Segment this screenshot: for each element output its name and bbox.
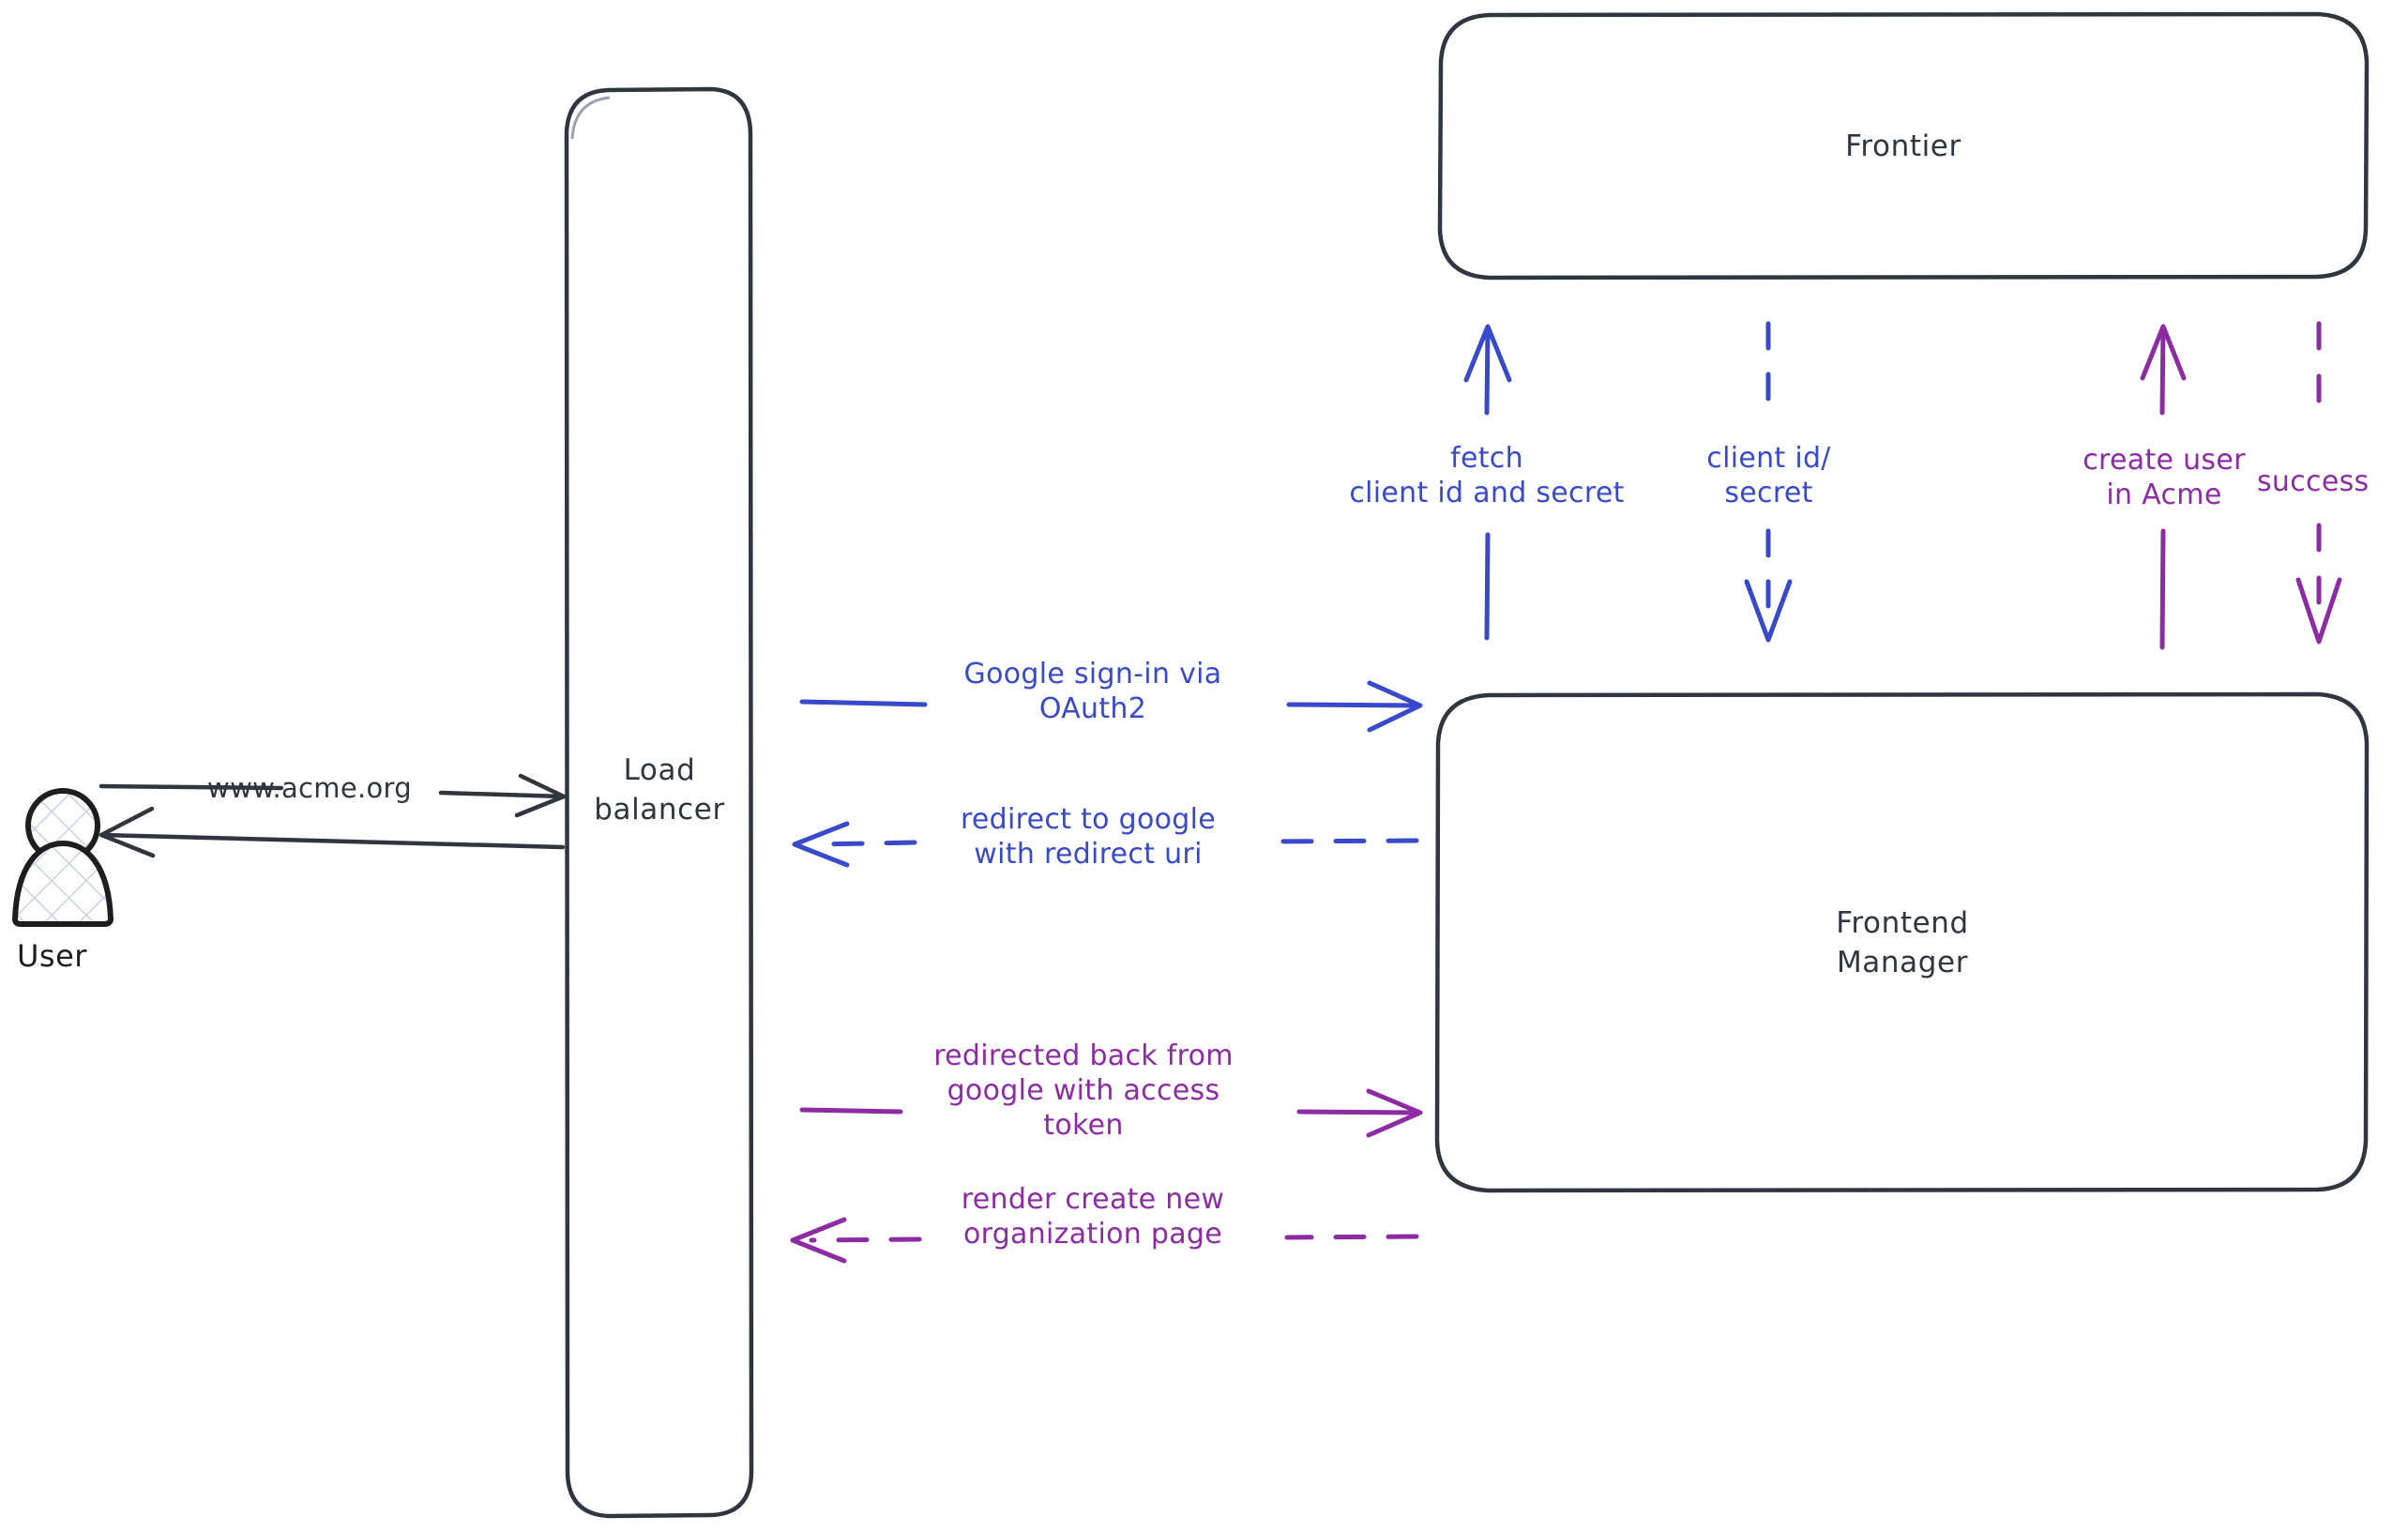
edge-label-fm-to-frontier-create-user: create user in Acme	[2082, 444, 2246, 511]
edge-label-frontier-to-fm-credentials: client id/ secret	[1706, 442, 1831, 509]
edge-lb-to-fm-token	[799, 1088, 1423, 1138]
edge-label-lb-to-fm-signin: Google sign-in via OAuth2	[963, 658, 1222, 725]
node-load-balancer[interactable]	[564, 86, 754, 1519]
actor-user-caption: User	[17, 938, 87, 974]
edge-frontier-to-fm-credentials	[1744, 321, 1793, 643]
actor-user	[12, 788, 114, 927]
edge-label-user-to-lb: www.acme.org	[207, 772, 412, 804]
edge-label-fm-to-frontier-fetch: fetch client id and secret	[1349, 442, 1625, 509]
edge-fm-to-frontier-fetch	[1463, 324, 1512, 641]
edge-lb-to-fm-signin	[799, 680, 1423, 733]
edge-lb-to-user	[98, 806, 566, 858]
edge-fm-to-lb-redirect	[792, 821, 1419, 868]
edge-label-lb-to-fm-token: redirected back from google with access …	[933, 1039, 1234, 1142]
node-frontend-manager[interactable]	[1434, 691, 2370, 1193]
edge-label-fm-to-lb-redirect: redirect to google with redirect uri	[960, 803, 1217, 871]
edge-label-frontier-to-fm-success: success	[2257, 465, 2370, 498]
edge-fm-to-lb-render	[790, 1217, 1419, 1264]
edge-label-fm-to-lb-render: render create new organization page	[961, 1183, 1225, 1251]
edge-user-to-lb	[98, 773, 567, 818]
edge-fm-to-frontier-create-user	[2140, 324, 2187, 650]
node-frontier[interactable]	[1437, 11, 2370, 281]
edge-frontier-to-fm-success	[2295, 321, 2342, 645]
